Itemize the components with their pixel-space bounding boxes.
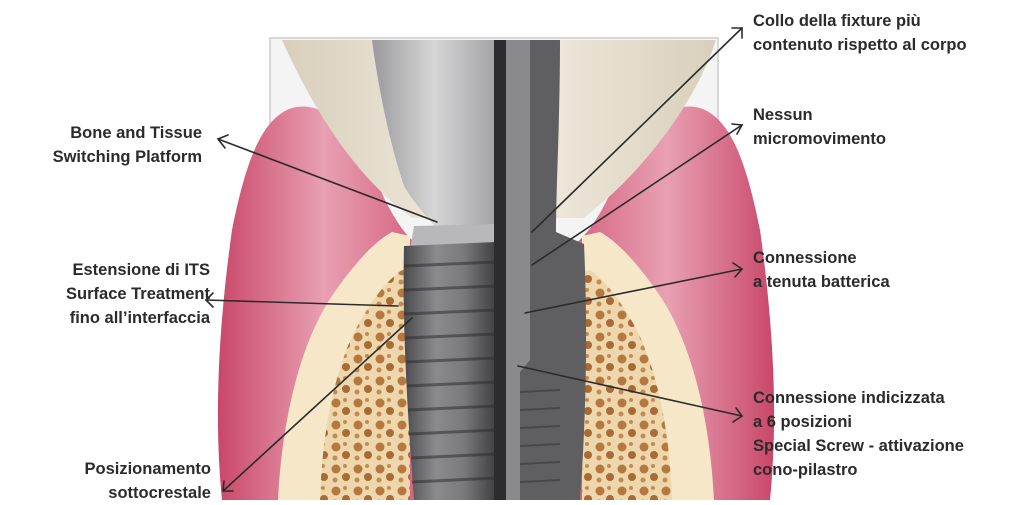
leader-bone-tissue — [218, 135, 437, 222]
leader-nessun — [532, 124, 742, 265]
leader-collo — [532, 28, 742, 232]
leader-indicizzata — [518, 366, 742, 422]
leader-connessione — [525, 263, 742, 313]
label-nessun-micromovimento: Nessun micromovimento — [753, 103, 886, 151]
label-its-surface-treatment: Estensione di ITS Surface Treatment fino… — [66, 258, 210, 330]
label-bone-tissue-platform: Bone and Tissue Switching Platform — [53, 121, 202, 169]
label-connessione-tenuta: Connessione a tenuta batterica — [753, 246, 890, 294]
label-posizionamento-sottocrestale: Posizionamento sottocrestale — [84, 457, 211, 505]
leader-subcrestal — [223, 318, 412, 491]
label-collo-fixture: Collo della fixture più contenuto rispet… — [753, 9, 967, 57]
label-connessione-indicizzata: Connessione indicizzata a 6 posizioni Sp… — [753, 386, 964, 482]
leader-its — [206, 293, 398, 307]
